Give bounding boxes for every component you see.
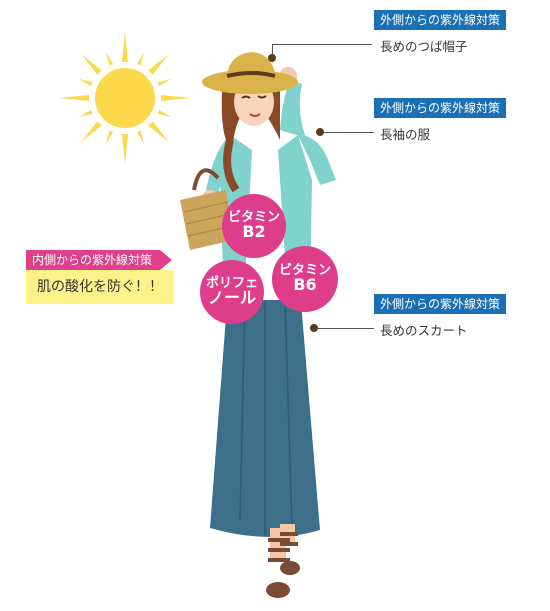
outer-uv-tag-sleeves: 外側からの紫外線対策 bbox=[374, 98, 507, 118]
sleeves-pointer-dot bbox=[316, 128, 324, 136]
hat-leader-line bbox=[272, 44, 372, 45]
nutrient-circle-vitamin-b2: ビタミン B2 bbox=[222, 194, 286, 258]
inner-uv-tag: 内側からの紫外線対策 bbox=[26, 250, 173, 270]
skirt-label: 長めのスカート bbox=[380, 323, 468, 338]
hat-label: 長めのつば帽子 bbox=[380, 39, 468, 54]
nutrient-circle-polyphenol: ポリフェ ノール bbox=[200, 260, 264, 324]
outer-uv-tag-skirt: 外側からの紫外線対策 bbox=[374, 294, 507, 314]
sleeves-label: 長袖の服 bbox=[380, 127, 431, 142]
nutrient-line2: B2 bbox=[242, 222, 266, 242]
outer-uv-tag-hat: 外側からの紫外線対策 bbox=[374, 10, 507, 30]
nutrient-line2: ノール bbox=[207, 288, 256, 308]
skirt-leader-line bbox=[316, 328, 374, 329]
nutrient-line2: B6 bbox=[293, 275, 317, 295]
hat-pointer-dot bbox=[268, 54, 276, 62]
woman-illustration bbox=[180, 52, 336, 598]
skirt-pointer-dot bbox=[310, 324, 318, 332]
nutrient-line1: ビタミン bbox=[278, 262, 331, 278]
inner-uv-message: 肌の酸化を防ぐ！！ bbox=[26, 270, 174, 304]
nutrient-line1: ビタミン bbox=[227, 209, 280, 225]
sleeves-leader-line bbox=[322, 132, 374, 133]
sun-icon bbox=[59, 32, 191, 164]
nutrient-line1: ポリフェ bbox=[205, 275, 258, 291]
nutrient-circle-vitamin-b6: ビタミン B6 bbox=[272, 246, 338, 312]
hat-leader-line-vertical bbox=[272, 44, 273, 58]
